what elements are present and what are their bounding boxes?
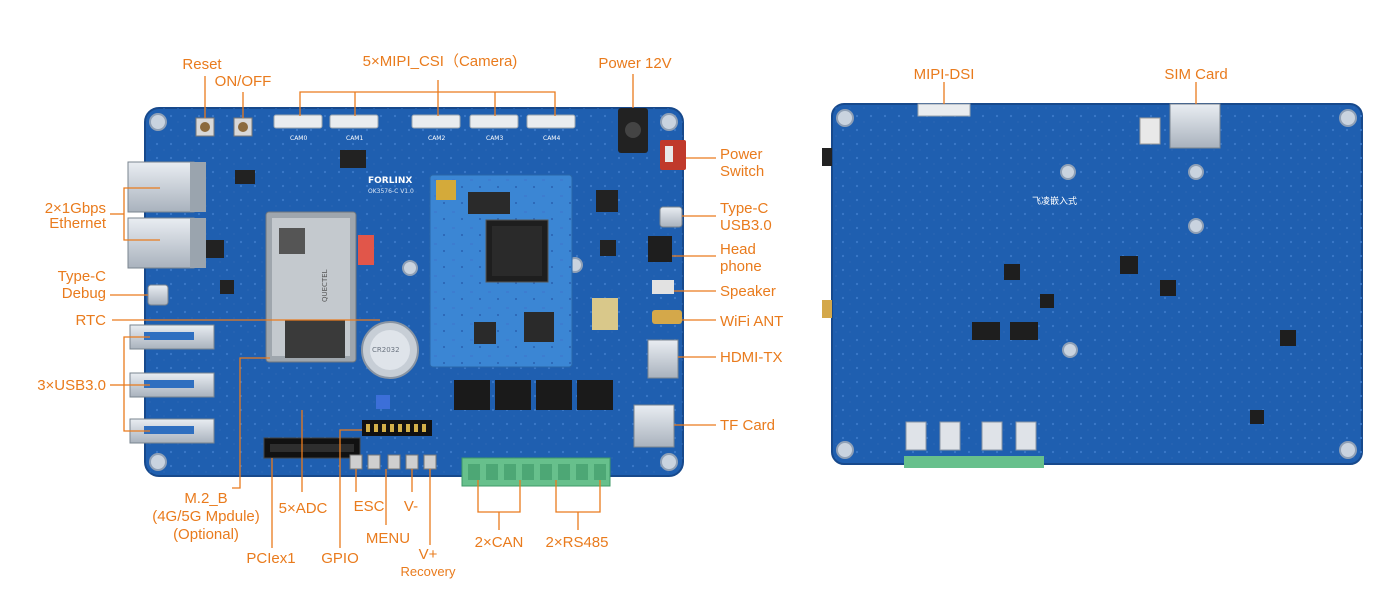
ethernet-jacks: [127, 161, 206, 269]
callout-lines: [110, 74, 1197, 548]
ethernet-label-1: 2×1Gbps: [44, 200, 106, 217]
rtc-label: RTC: [75, 312, 106, 329]
power-switch-label-1: Power: [720, 146, 763, 163]
wifi-ant-label: WiFi ANT: [720, 313, 784, 330]
reset-label: Reset: [182, 56, 222, 73]
recovery-text: Recovery: [400, 564, 456, 579]
usb3-ports: [129, 324, 215, 444]
recovery-label: Recovery: [392, 563, 464, 580]
svg-text:CAM1: CAM1: [346, 135, 363, 142]
on-off-label: ON/OFF: [214, 73, 272, 90]
svg-text:CAM4: CAM4: [543, 135, 560, 142]
pcie-label: PCIex1: [246, 550, 296, 567]
ethernet-label-2: Ethernet: [49, 215, 106, 232]
back-board: 飞凌嵌入式: [822, 103, 1363, 468]
m2-label-3: (Optional): [173, 526, 239, 543]
module-vendor-text: QUECTEL: [321, 269, 329, 302]
mipi-dsi-label: MIPI-DSI: [913, 66, 975, 83]
can-label: 2×CAN: [474, 534, 524, 551]
m2-module: QUECTEL: [265, 211, 357, 363]
esc-label: ESC: [353, 498, 385, 515]
headphone-label-1: Head: [720, 241, 756, 258]
gpio-label: GPIO: [321, 550, 359, 567]
v-plus-label: V+: [418, 546, 438, 563]
mipi-csi-connectors: [273, 114, 576, 129]
v-minus-label: V-: [403, 498, 419, 515]
hdmi-tx-label: HDMI-TX: [720, 349, 783, 366]
power-12v-label: Power 12V: [598, 55, 672, 72]
rs485-label: 2×RS485: [545, 534, 609, 551]
type-c-usb3-label-1: Type-C: [720, 200, 769, 217]
type-c-debug-label-2: Debug: [61, 285, 106, 302]
back-brand-text: 飞凌嵌入式: [1032, 195, 1077, 207]
headphone-label-2: phone: [720, 258, 762, 275]
rtc-battery-text: CR2032: [372, 346, 400, 354]
svg-text:CAM0: CAM0: [290, 135, 307, 142]
power-switch-label-2: Switch: [720, 163, 765, 180]
adc-label: 5×ADC: [278, 500, 328, 517]
type-c-debug-label-1: Type-C: [57, 268, 106, 285]
front-board: CAM0 CAM1 CAM2 CAM3 CAM4: [127, 107, 686, 487]
type-c-usb3-label-2: USB3.0: [720, 217, 772, 234]
usb3-label: 3×USB3.0: [37, 377, 106, 394]
m2-label-2: (4G/5G Mpdule): [152, 508, 260, 525]
m2-label-1: M.2_B: [184, 490, 228, 507]
menu-label: MENU: [365, 530, 411, 547]
tf-card-label: TF Card: [720, 417, 776, 434]
sim-card-label: SIM Card: [1164, 66, 1228, 83]
board-model-text: OK3576-C V1.0: [368, 188, 414, 195]
board-brand-text: FORLINX: [368, 176, 413, 186]
som-core-board: [429, 174, 573, 368]
svg-text:CAM2: CAM2: [428, 135, 445, 142]
svg-text:CAM3: CAM3: [486, 135, 503, 142]
mipi-csi-label: 5×MIPI_CSI（Camera): [362, 53, 518, 70]
speaker-label: Speaker: [720, 283, 776, 300]
